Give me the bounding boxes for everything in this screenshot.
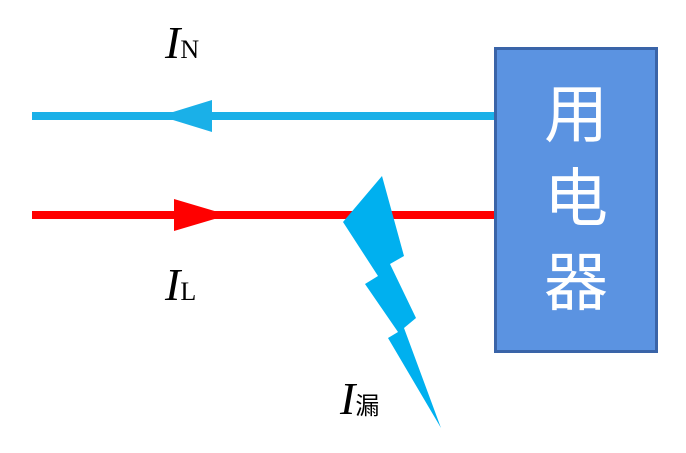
neutral-current-symbol: I xyxy=(165,17,181,68)
appliance-char-2: 电 xyxy=(544,163,608,237)
arrow-right-icon xyxy=(174,199,228,231)
neutral-current-label: IN xyxy=(165,16,199,69)
appliance-char-1: 用 xyxy=(544,79,608,153)
live-current-subscript: L xyxy=(180,277,197,306)
leakage-current-label: I漏 xyxy=(340,372,379,425)
lightning-bolt-icon xyxy=(343,176,441,428)
appliance-char-3: 器 xyxy=(544,247,608,321)
neutral-current-subscript: N xyxy=(180,35,200,64)
leakage-current-symbol: I xyxy=(340,373,356,424)
live-current-label: IL xyxy=(165,258,196,311)
arrow-left-icon xyxy=(160,100,212,132)
live-current-symbol: I xyxy=(165,259,181,310)
leakage-current-subscript: 漏 xyxy=(355,392,380,420)
appliance-box: 用 电 器 xyxy=(494,47,658,353)
